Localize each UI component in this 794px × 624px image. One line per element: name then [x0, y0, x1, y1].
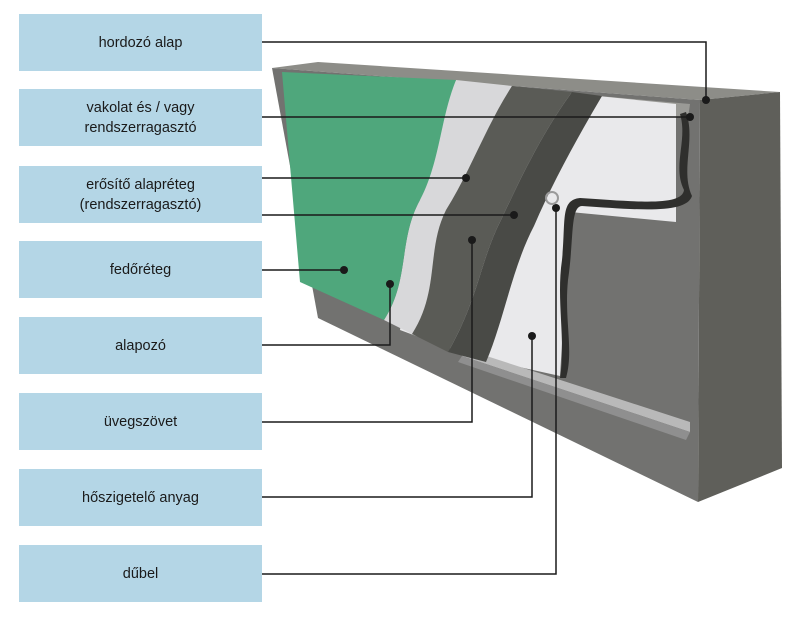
wall-side	[698, 92, 782, 502]
label-vakolat: vakolat és / vagy rendszerragasztó	[19, 89, 262, 146]
wall-top	[272, 62, 780, 100]
label-hordozo-alap: hordozó alap	[19, 14, 262, 71]
label-fedoreteg: fedőréteg	[19, 241, 262, 298]
leader-dots	[340, 96, 710, 340]
label-hoszigetelo-anyag: hőszigetelő anyag	[19, 469, 262, 526]
primer-layer	[384, 80, 512, 334]
dowel-head	[545, 191, 559, 205]
leader-uvegszovet	[262, 240, 473, 423]
label-uvegszovet: üvegszövet	[19, 393, 262, 450]
reinforcing-coat	[412, 86, 572, 352]
starter-rail-edge	[458, 356, 690, 440]
label-alapozo: alapozó	[19, 317, 262, 374]
starter-rail	[462, 350, 690, 432]
label-dubel: dűbel	[19, 545, 262, 602]
leader-hordozo-alap	[262, 41, 707, 100]
glass-mesh	[448, 92, 602, 362]
label-erosito-alapreteg: erősítő alapréteg (rendszerragasztó)	[19, 166, 262, 223]
leader-hoszigetelo	[262, 336, 533, 498]
finish-coat	[282, 72, 456, 320]
leader-alapozo	[262, 284, 391, 346]
leader-dubel	[262, 208, 557, 575]
leader-lines	[262, 41, 707, 575]
